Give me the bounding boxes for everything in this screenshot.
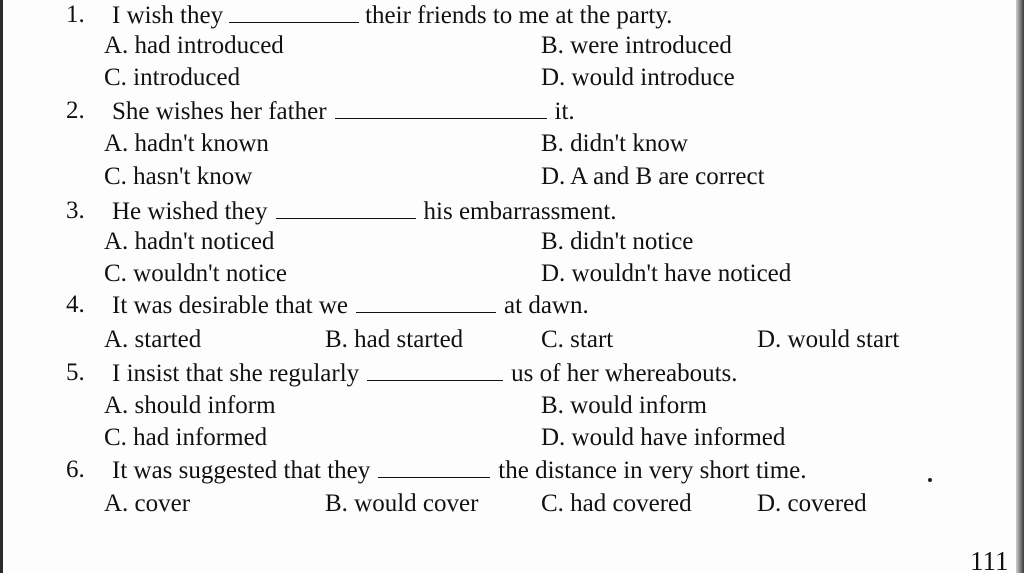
option-c: C. introduced: [104, 64, 241, 91]
answer-blank: [367, 358, 504, 381]
option-b: B. were introduced: [541, 32, 732, 59]
answer-blank: [229, 0, 360, 23]
question-text-before: He wished they: [112, 198, 268, 225]
answer-blank: [275, 196, 416, 219]
option-d: D. wouldn't have noticed: [541, 260, 792, 287]
option-c: C. had covered: [541, 490, 692, 517]
option-c: C. hasn't know: [104, 163, 253, 190]
question-number: 5.: [66, 359, 85, 386]
answer-blank: [356, 290, 497, 313]
option-a: A. cover: [104, 490, 191, 517]
option-b: B. didn't know: [541, 130, 688, 157]
answer-blank: [378, 455, 491, 478]
option-a: A. had introduced: [104, 32, 284, 59]
question-stem: She wishes her father it.: [112, 96, 575, 127]
question-stem: It was desirable that we at dawn.: [112, 290, 589, 321]
option-b: B. would inform: [541, 392, 707, 419]
option-b: B. had started: [325, 326, 464, 353]
question-text-before: It was desirable that we: [112, 292, 349, 319]
question-stem: I insist that she regularly us of her whe…: [112, 358, 738, 389]
question-text-after: it.: [554, 98, 575, 125]
option-d: D. would start: [757, 326, 900, 353]
question-text-after: their friends to me at the party.: [365, 2, 673, 29]
page-number: 111: [970, 546, 1009, 576]
option-a: A. should inform: [104, 392, 276, 419]
question-number: 4.: [66, 291, 85, 318]
question-number: 3.: [66, 197, 85, 224]
page-left-edge: [0, 0, 3, 573]
option-b: B. didn't notice: [541, 228, 694, 255]
question-text-before: I insist that she regularly: [112, 360, 360, 387]
question-text-before: It was suggested that they: [112, 457, 371, 484]
question-text-after: the distance in very short time.: [498, 457, 807, 484]
question-stem: I wish they their friends to me at the pa…: [112, 0, 672, 31]
option-a: A. started: [104, 326, 202, 353]
question-text-after: us of her whereabouts.: [511, 360, 738, 387]
option-d: D. A and B are correct: [541, 163, 765, 190]
question-text-before: She wishes her father: [112, 98, 327, 125]
option-a: A. hadn't noticed: [104, 228, 275, 255]
question-text-before: I wish they: [112, 2, 224, 29]
question-number: 1.: [66, 1, 85, 28]
option-a: A. hadn't known: [104, 130, 269, 157]
option-c: C. start: [541, 326, 614, 353]
option-d: D. covered: [757, 490, 867, 517]
page-right-edge: [1016, 0, 1024, 573]
option-c: C. had informed: [104, 424, 268, 451]
option-c: C. wouldn't notice: [104, 260, 287, 287]
option-d: D. would introduce: [541, 64, 735, 91]
question-text-after: at dawn.: [504, 292, 589, 319]
question-number: 6.: [66, 456, 85, 483]
question-stem: He wished they his embarrassment.: [112, 196, 617, 227]
question-stem: It was suggested that they the distance i…: [112, 455, 807, 486]
answer-blank: [334, 96, 547, 119]
option-b: B. would cover: [325, 490, 479, 517]
option-d: D. would have informed: [541, 424, 786, 451]
question-text-after: his embarrassment.: [423, 198, 617, 225]
question-number: 2.: [66, 97, 85, 124]
stray-dot: [928, 478, 932, 482]
